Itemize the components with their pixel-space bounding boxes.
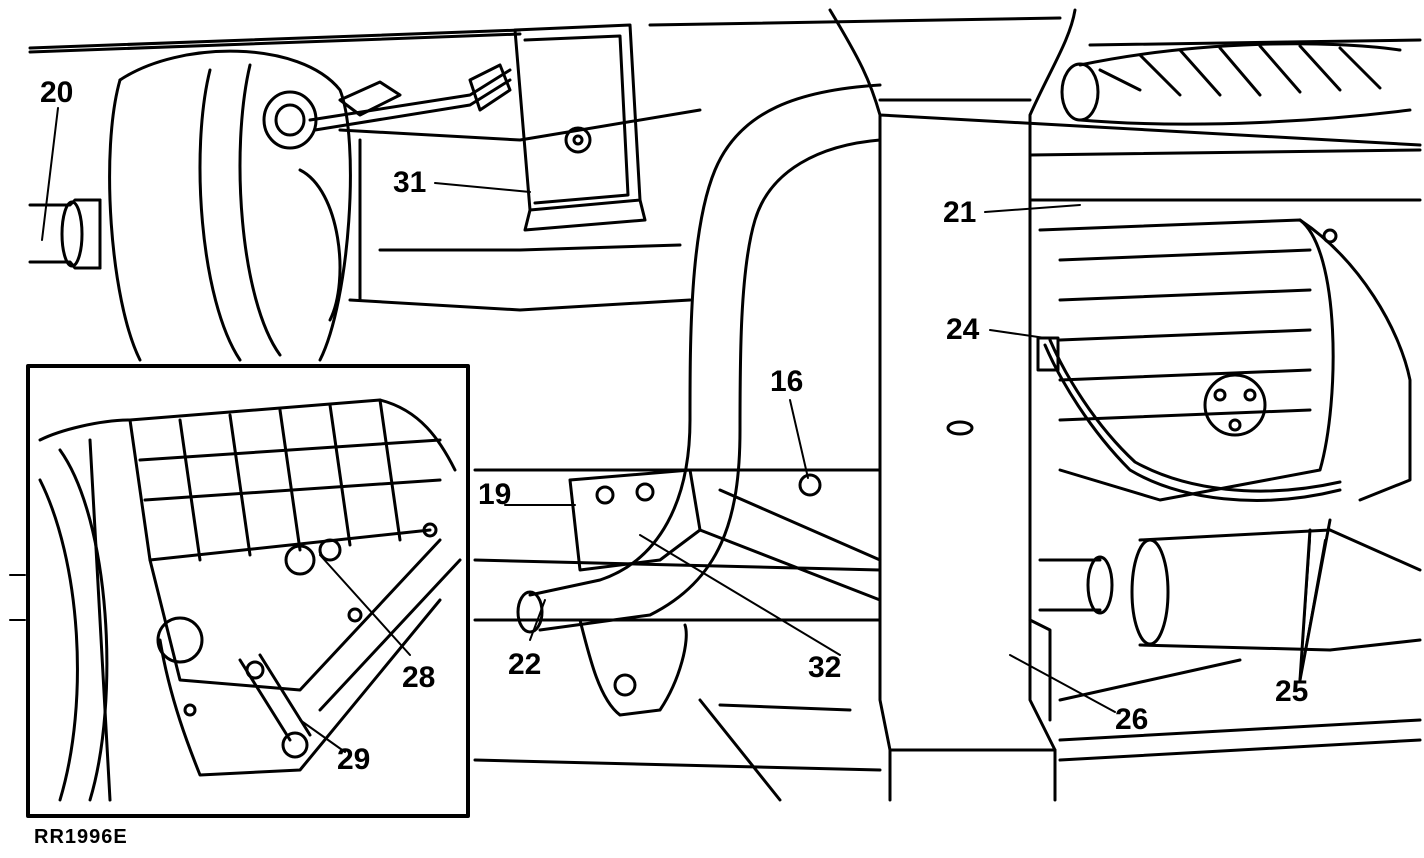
callout-24: 24 [946,313,980,346]
drawing-reference: RR1996E [34,826,128,848]
callout-31: 31 [393,166,427,199]
propeller-shaft [30,200,100,268]
callout-16: 16 [770,365,804,398]
mounting-bracket-31 [515,25,645,230]
leader-lines [10,108,1325,752]
rear-silencer-25 [1040,520,1420,680]
catalytic-converter [1062,44,1410,124]
sensor-harness [1038,338,1340,500]
callout-29: 29 [337,743,371,776]
top-frame-rail [30,18,1420,52]
chassis-member-26 [830,10,1075,800]
cross-member-21 [880,100,1420,200]
callout-20: 20 [40,76,74,109]
callout-25: 25 [1275,675,1309,708]
transfer-box [1040,220,1410,500]
callout-32: 32 [808,651,842,684]
callout-21: 21 [943,196,977,229]
inset-detail [28,366,468,816]
selector-cable [310,65,510,130]
transmission-bell-housing [110,51,700,360]
callout-19: 19 [478,478,512,511]
mounting-bracket-lower [570,470,880,715]
exhaust-pipe [518,85,880,632]
callout-22: 22 [508,648,542,681]
lower-rails [475,470,1420,800]
callout-26: 26 [1115,703,1149,736]
callout-28: 28 [402,661,436,694]
